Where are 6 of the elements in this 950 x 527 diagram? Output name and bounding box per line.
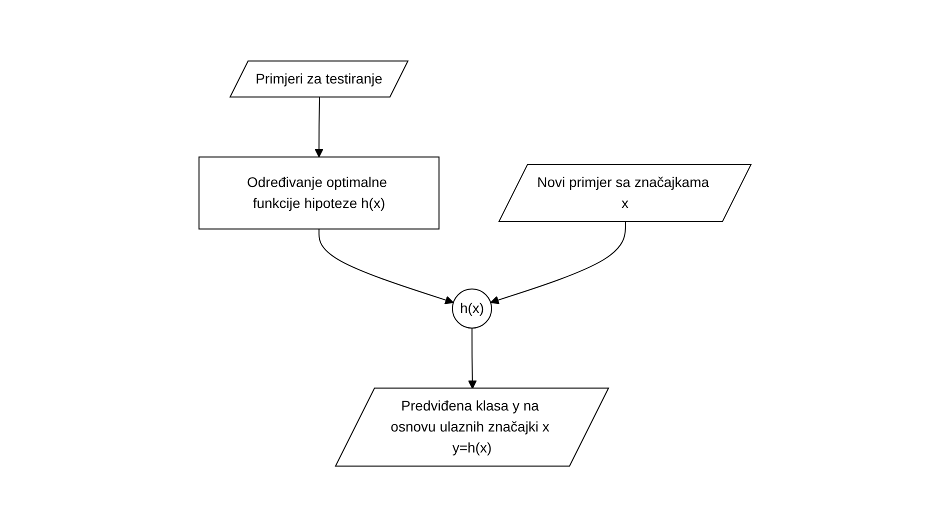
arrow (468, 328, 477, 389)
arrow (490, 221, 626, 304)
arrow (318, 228, 454, 304)
node-box: Određivanje optimalne funkcije hipoteze h(x) (198, 156, 440, 230)
node-circle: h(x) (452, 288, 492, 329)
arrow (314, 96, 324, 158)
